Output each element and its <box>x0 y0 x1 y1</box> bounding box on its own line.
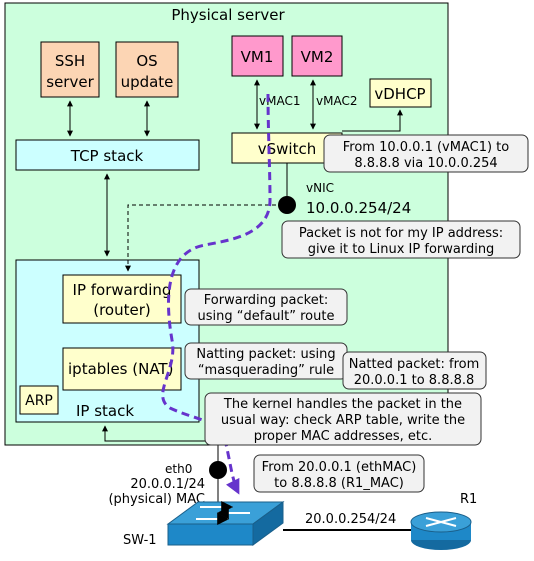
callout-kernel-line3: proper MAC addresses, etc. <box>254 429 433 444</box>
os-label-2: update <box>121 73 174 91</box>
vm1-box <box>231 35 284 77</box>
callout-natted-line2: 20.0.0.1 to 8.8.8.8 <box>354 373 475 388</box>
vm2-label: VM2 <box>301 48 334 66</box>
ssh-label-2: server <box>46 73 94 91</box>
arp-label: ARP <box>25 393 53 409</box>
vm2-box <box>291 35 343 77</box>
router-icon <box>410 511 472 550</box>
ip-fwd-label-1: IP forwarding <box>73 281 172 299</box>
vdhcp-label: vDHCP <box>374 85 425 103</box>
callout-eth0-packet-line1: From 20.0.0.1 (ethMAC) <box>262 460 417 475</box>
switch-icon <box>166 501 285 546</box>
vnic-ip-label: 10.0.0.254/24 <box>306 199 411 217</box>
callout-vm-packet <box>323 134 529 173</box>
vm1-label: VM1 <box>241 48 274 66</box>
ssh-label-1: SSH <box>55 52 85 70</box>
eth0-label: eth0 <box>165 462 192 476</box>
callout-natted-line1: Natted packet: from <box>349 357 480 372</box>
callout-kernel <box>204 392 482 446</box>
server-title: Physical server <box>171 6 285 24</box>
iptables-box <box>62 347 182 391</box>
os-update-box <box>115 41 179 98</box>
tcp-stack-box <box>15 139 200 171</box>
callout-natted <box>342 351 487 390</box>
arrow-eth0-ipstack <box>102 425 219 465</box>
vnic-label: vNIC <box>306 181 334 195</box>
iptables-label: iptables (NAT) <box>68 360 173 378</box>
link-ip-label: 20.0.0.254/24 <box>305 512 396 527</box>
ip-forwarding-box <box>62 274 182 324</box>
vmac1-label: vMAC1 <box>259 94 300 108</box>
callout-kernel-line2: usual way: check ARP table, write the <box>221 413 465 428</box>
eth0-dot <box>209 461 227 479</box>
callout-not-my-ip <box>281 220 521 259</box>
os-label-1: OS <box>136 52 157 70</box>
callout-eth0-packet <box>253 454 425 493</box>
ssh-server-box <box>40 41 100 98</box>
arp-box <box>19 385 59 415</box>
callout-vm-packet-line1: From 10.0.0.1 (vMAC1) to <box>343 140 510 155</box>
callout-not-my-ip-line2: give it to Linux IP forwarding <box>308 242 495 257</box>
eth0-ip-label: 20.0.0.1/24 <box>130 477 205 492</box>
callout-vm-packet-line2: 8.8.8.8 via 10.0.0.254 <box>354 156 497 171</box>
arrow-vnic-ipfwd-dashed <box>125 204 283 272</box>
ip-stack-label: IP stack <box>76 402 134 420</box>
callout-forwarding <box>184 288 348 326</box>
callout-eth0-packet-line2: to 8.8.8.8 (R1_MAC) <box>274 476 404 491</box>
callout-kernel-line1: The kernel handles the packet in the <box>223 397 462 412</box>
r1-label: R1 <box>460 492 477 507</box>
callout-forwarding-line2: using “default” route <box>198 309 335 324</box>
eth0-mac-label: (physical) MAC <box>108 492 205 507</box>
vdhcp-box <box>369 78 432 108</box>
vnic-dot <box>278 196 296 214</box>
callout-natting-line1: Natting packet: using <box>196 347 335 362</box>
callout-natting-line2: “masquerading” rule <box>198 363 334 378</box>
callout-not-my-ip-line1: Packet is not for my IP address: <box>299 226 503 241</box>
ip-fwd-label-2: (router) <box>93 301 151 319</box>
vmac2-label: vMAC2 <box>316 94 357 108</box>
tcp-stack-label: TCP stack <box>70 147 144 165</box>
vswitch-label: vSwitch <box>258 140 316 158</box>
line-vdhcp-vswitch <box>342 125 401 132</box>
sw1-label: SW-1 <box>123 533 157 548</box>
callout-forwarding-line1: Forwarding packet: <box>204 293 328 308</box>
